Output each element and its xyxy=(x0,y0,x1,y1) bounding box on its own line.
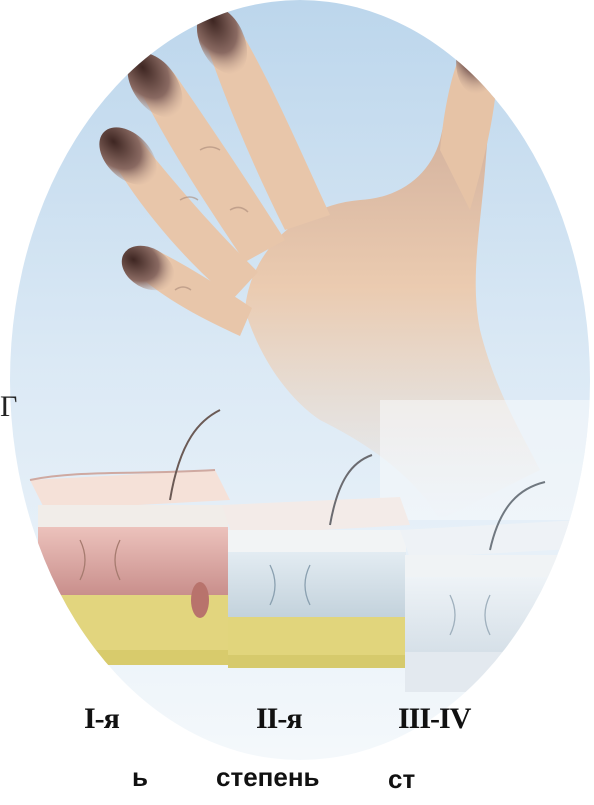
degree-1-word: ь xyxy=(132,764,148,790)
degree-2-label: II-я xyxy=(256,704,302,734)
degree-3-word: ст xyxy=(388,766,415,792)
degree-3-label: III-IV xyxy=(398,704,470,734)
degree-2-word: степень xyxy=(216,764,320,790)
stray-glyph: Г xyxy=(0,392,17,422)
degree-1-label: I-я xyxy=(84,704,119,734)
